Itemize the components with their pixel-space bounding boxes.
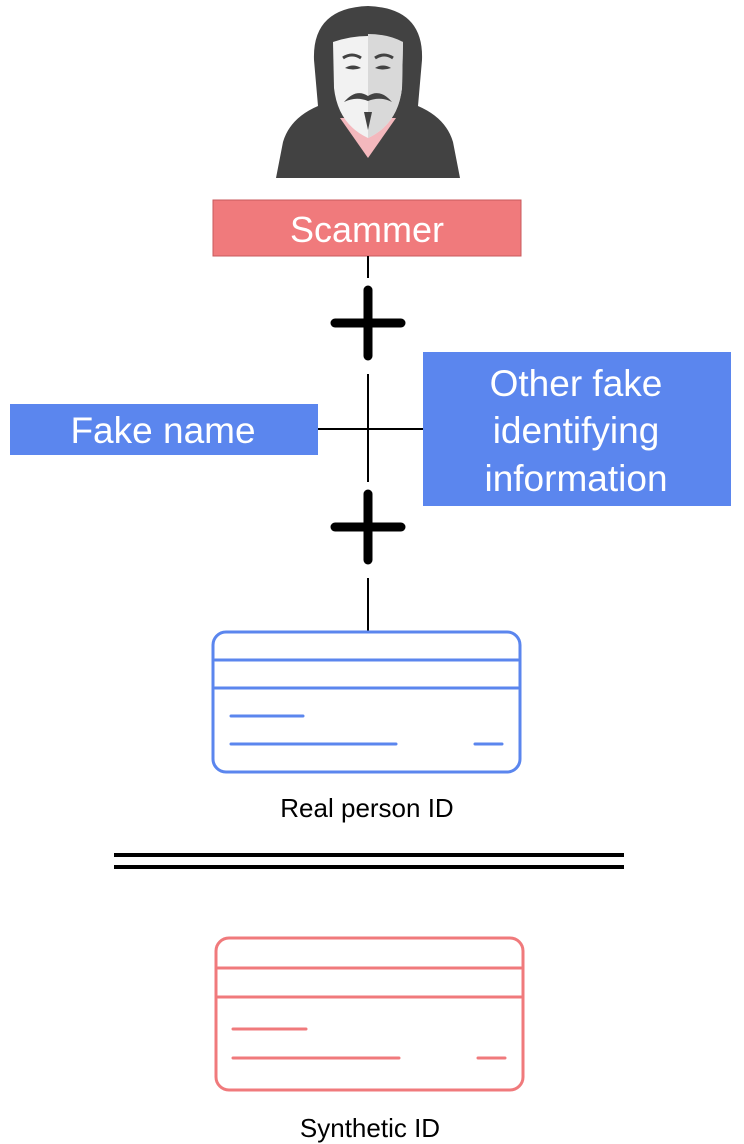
mask-shade [368,34,403,138]
other-info-line-2: identifying [493,410,660,451]
mask-eyebrow-left [342,53,362,60]
equals-icon [114,853,624,869]
synthetic-id-caption: Synthetic ID [300,1113,440,1143]
scammer-icon [276,6,460,178]
real-id-caption: Real person ID [280,793,453,823]
scammer-label: Scammer [290,209,444,250]
other-info-line-1: Other fake [490,363,663,404]
synthetic-id-card-icon [214,936,525,1092]
plus-icon [330,285,406,361]
fake-name-label: Fake name [70,410,255,451]
mask-eyebrow-right [374,53,394,60]
plus-icon [330,489,406,565]
other-info-line-3: information [484,458,667,499]
fake-name-box [10,404,318,455]
real-id-card-icon [211,630,522,774]
mask-mustache [344,93,392,102]
mask-eye-right [375,65,391,70]
mask-goatee [364,112,372,130]
mask-eye-left [345,65,361,70]
other-info-box [423,352,731,506]
